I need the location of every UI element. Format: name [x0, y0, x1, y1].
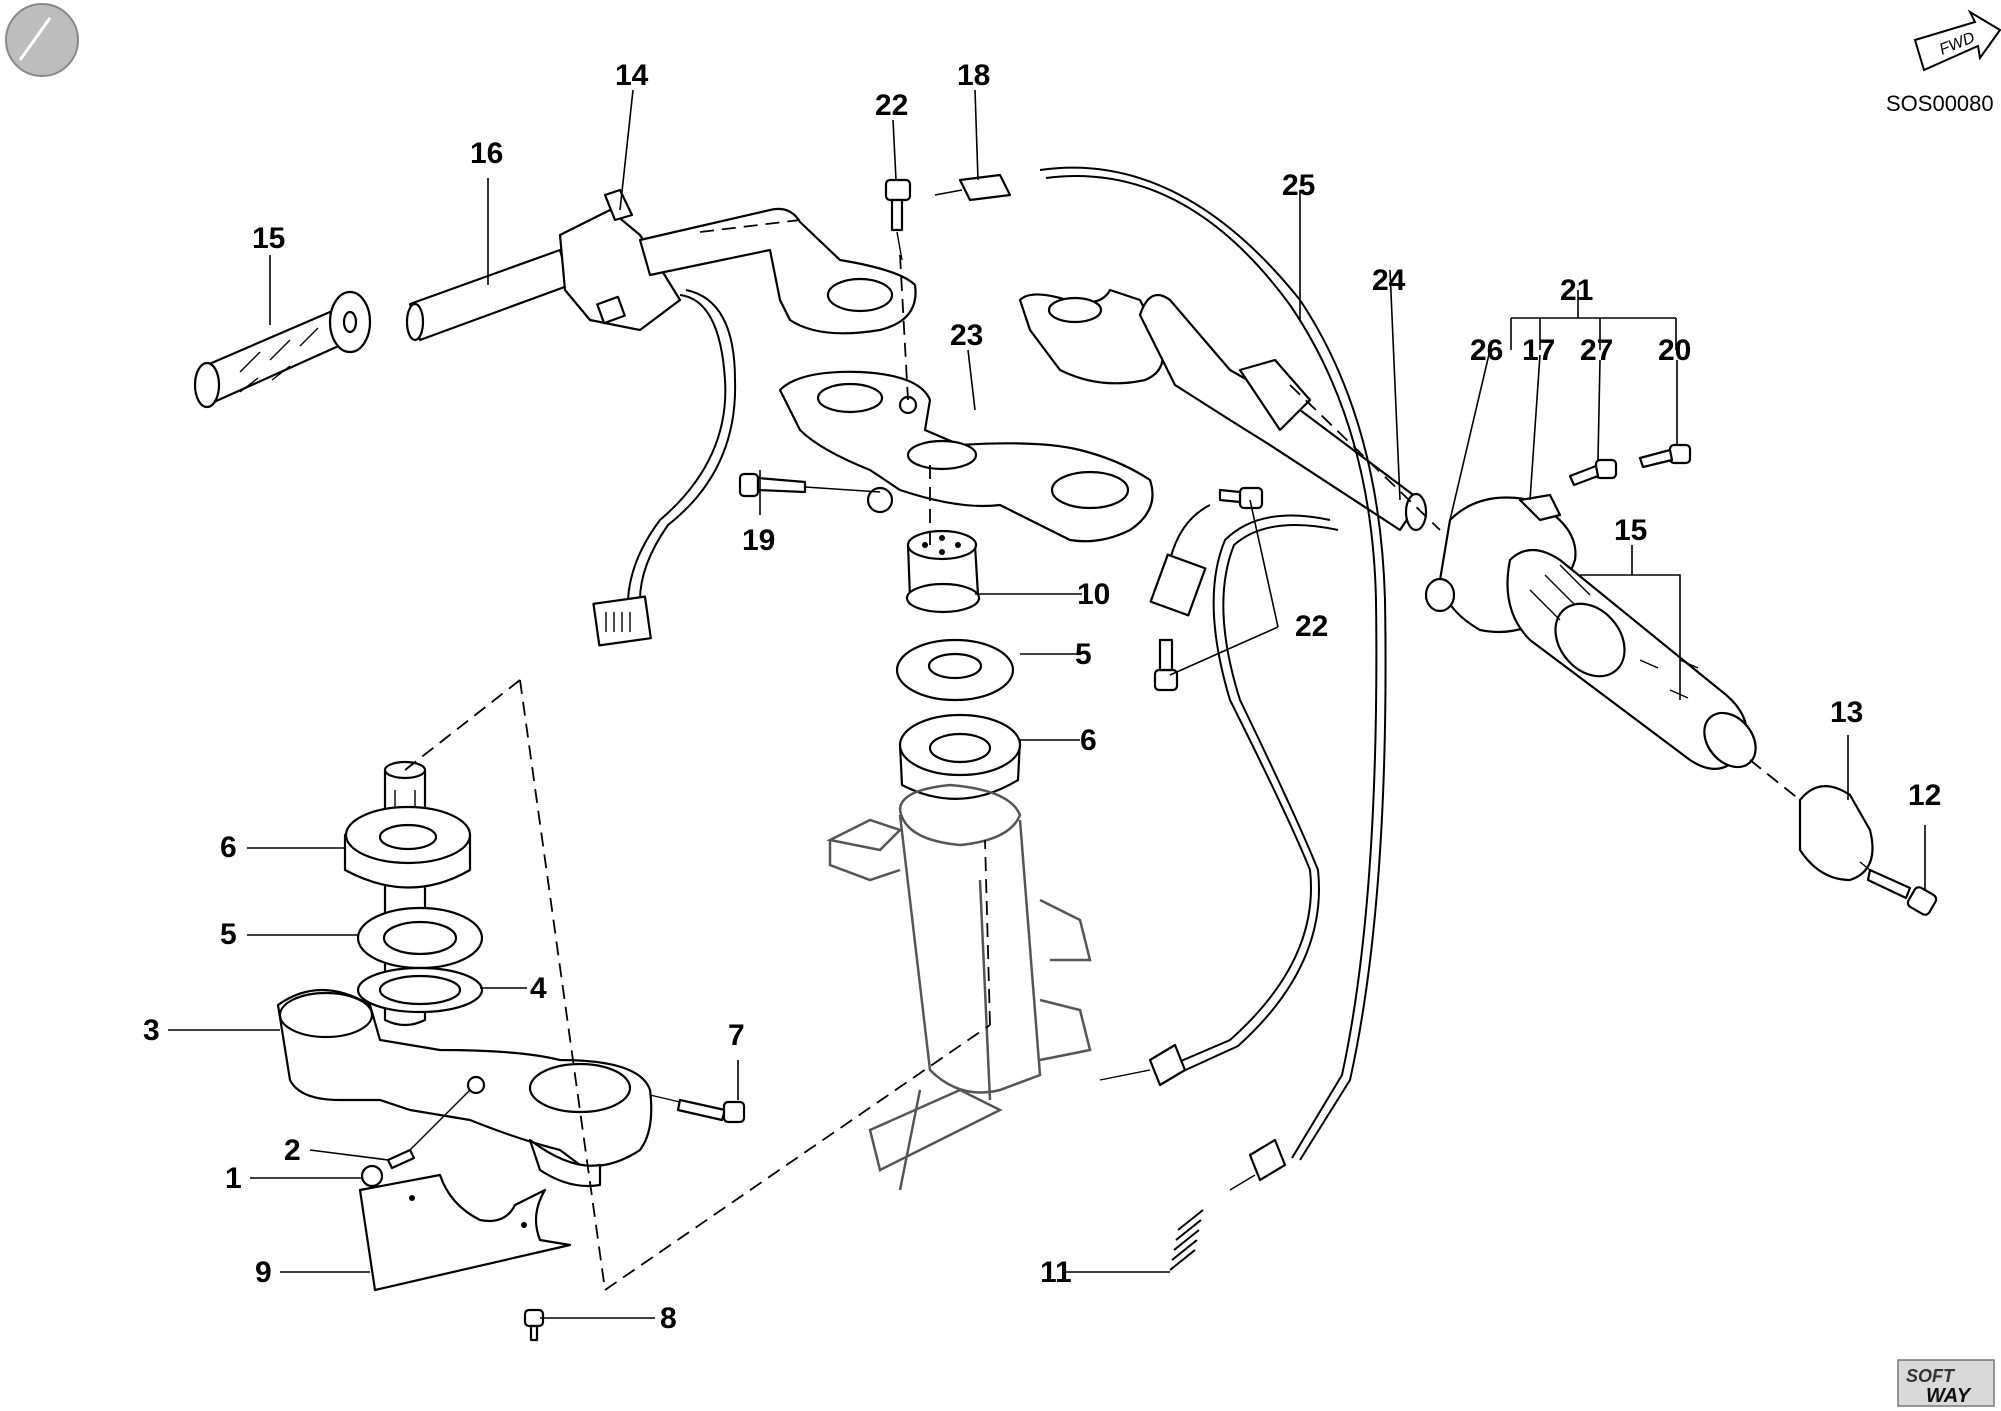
callout-20: 20 — [1658, 334, 1691, 367]
screw-20 — [1638, 443, 1692, 469]
callout-17: 17 — [1522, 334, 1555, 367]
right-handlebar-clamp — [1018, 288, 1164, 385]
callout-8: 8 — [660, 1302, 677, 1335]
corner-marker-icon — [5, 3, 79, 77]
assembly-lines — [404, 254, 1801, 1291]
callout-15-right: 15 — [1614, 514, 1647, 547]
callout-6-center: 6 — [1080, 724, 1097, 757]
callout-10: 10 — [1077, 578, 1110, 611]
screw-8 — [523, 1308, 545, 1342]
dust-seal-center — [895, 638, 1015, 702]
seal-ring-4 — [356, 966, 484, 1014]
callout-22-top: 22 — [875, 89, 908, 122]
callout-22-right: 22 — [1295, 610, 1328, 643]
callout-25: 25 — [1282, 169, 1315, 202]
pinch-bolt-7 — [649, 1094, 746, 1124]
callout-11: 11 — [1040, 1256, 1072, 1289]
screw-27 — [1568, 458, 1618, 487]
steering-nut — [905, 529, 981, 614]
callout-3: 3 — [143, 1014, 160, 1047]
callout-19: 19 — [742, 524, 775, 557]
throttle-cables — [934, 166, 1387, 1191]
callout-15-left: 15 — [252, 222, 285, 255]
softway-logo: SOFT WAY — [1897, 1359, 1995, 1407]
callout-9: 9 — [255, 1256, 272, 1289]
callout-4: 4 — [530, 972, 547, 1005]
left-switch-housing — [558, 188, 737, 647]
callout-7: 7 — [728, 1019, 745, 1052]
bearing-lower — [343, 805, 472, 889]
logo-line-1: SOFT — [1906, 1366, 1956, 1386]
callout-21: 21 — [1560, 274, 1593, 307]
callout-5-center: 5 — [1075, 638, 1092, 671]
callout-14: 14 — [615, 59, 649, 92]
bolt-19 — [738, 472, 881, 498]
cable-spring — [1169, 1209, 1204, 1271]
right-harness-connector — [1149, 504, 1211, 617]
callout-18: 18 — [957, 59, 990, 92]
cover-plate — [358, 1173, 572, 1292]
bolt-22-right-a — [1218, 486, 1264, 510]
callouts: 15 16 14 22 18 23 25 24 21 26 17 27 20 1… — [143, 59, 1941, 1335]
callout-6-lower: 6 — [220, 831, 237, 864]
callout-1: 1 — [225, 1162, 242, 1195]
bearing-center — [898, 713, 1022, 800]
lower-triple-clamp — [276, 989, 653, 1188]
leader-lines — [168, 89, 1926, 1319]
diagram-code: SOS00080 — [1886, 91, 1994, 116]
right-handlebar-tube — [1138, 293, 1428, 532]
callout-23: 23 — [950, 319, 983, 352]
nut-1 — [360, 1164, 384, 1188]
callout-24: 24 — [1372, 264, 1406, 297]
callout-26: 26 — [1470, 334, 1503, 367]
callout-16: 16 — [470, 137, 503, 170]
bar-end-weight — [1798, 785, 1874, 882]
callout-13: 13 — [1830, 696, 1863, 729]
callout-5-lower: 5 — [220, 918, 237, 951]
callout-12: 12 — [1908, 779, 1941, 812]
bolt-22-top — [884, 178, 912, 261]
callout-2: 2 — [284, 1134, 301, 1167]
left-grip — [193, 290, 372, 409]
left-handlebar-tube — [405, 248, 572, 342]
logo-line-2: WAY — [1926, 1385, 1972, 1407]
left-handlebar-clamp — [638, 207, 917, 335]
upper-triple-clamp — [778, 370, 1154, 543]
bar-end-screw — [1859, 861, 1938, 916]
dust-seal-lower — [356, 906, 484, 970]
right-grip — [1506, 548, 1757, 770]
callout-27: 27 — [1580, 334, 1613, 367]
frame-head-tube — [826, 783, 1092, 1191]
bolt-22-right-b — [1153, 638, 1179, 692]
screw-2 — [386, 1089, 471, 1170]
fwd-arrow-icon: FWD — [1913, 9, 2001, 72]
